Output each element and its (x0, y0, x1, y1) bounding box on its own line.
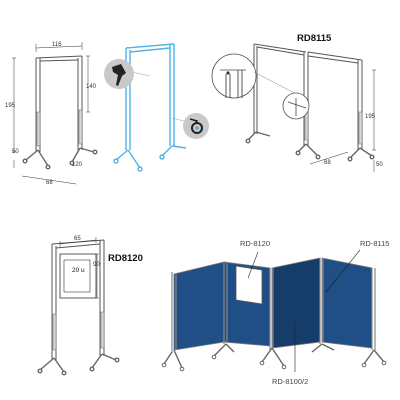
model-label-rd8120: RD8120 (108, 253, 143, 264)
rd8115-frames (253, 43, 363, 150)
dim-foot-height-label: 50 (12, 149, 19, 155)
caster-wheel-icon (183, 113, 209, 139)
dim-foot-span-label: 120 (72, 162, 83, 168)
diagram-panel-assembly: RD-8120 RD-8115 RD-8100/2 (161, 239, 389, 386)
dim-foot-depth-label: 68 (46, 180, 53, 186)
assembly-callout-lines (247, 249, 361, 372)
callout-rd8120: RD-8120 (240, 239, 270, 248)
dimension-lines (12, 42, 90, 185)
assembly-panel-1 (161, 261, 225, 372)
diagram-frame-dimensions: 116 140 195 50 120 68 (5, 42, 98, 186)
dim-width-label: 116 (52, 42, 62, 48)
rd8115-foot-height-label: 50 (376, 162, 383, 168)
model-label-rd8115: RD8115 (297, 33, 332, 44)
dim-total-height-label: 195 (5, 103, 16, 109)
diagram-frame-highlighted (104, 43, 209, 172)
rd8115-dimension-lines (309, 69, 376, 172)
rd8120-window-label: 20 u (72, 267, 85, 274)
highlight-frame-outline (113, 43, 187, 172)
rd8120-dimension-lines (59, 237, 99, 299)
pushpin-icon (104, 59, 134, 89)
frame-legs (22, 147, 98, 170)
assembly-panel-2-window (211, 261, 271, 360)
pushpin-leader-line (131, 71, 151, 77)
rd8120-window-height-label: 90 (93, 262, 100, 268)
rd8120-legs (37, 353, 120, 376)
diagram-rd8115: RD8115 (211, 33, 383, 172)
dim-panel-height-label: 140 (86, 84, 97, 90)
rd8115-height-label: 195 (365, 114, 376, 120)
callout-rd8115: RD-8115 (360, 239, 389, 248)
rd8115-foot-depth-label: 68 (324, 160, 331, 166)
rd8115-legs (245, 131, 375, 162)
diagram-rd8120: RD8120 (37, 236, 143, 376)
rd8120-width-label: 65 (74, 236, 81, 242)
frame-outline (35, 55, 83, 152)
rd8120-frame (51, 239, 105, 360)
connector-zoom-detail (211, 53, 310, 120)
callout-rd8100-2: RD-8100/2 (272, 377, 308, 386)
assembly-panel-4 (311, 257, 387, 368)
